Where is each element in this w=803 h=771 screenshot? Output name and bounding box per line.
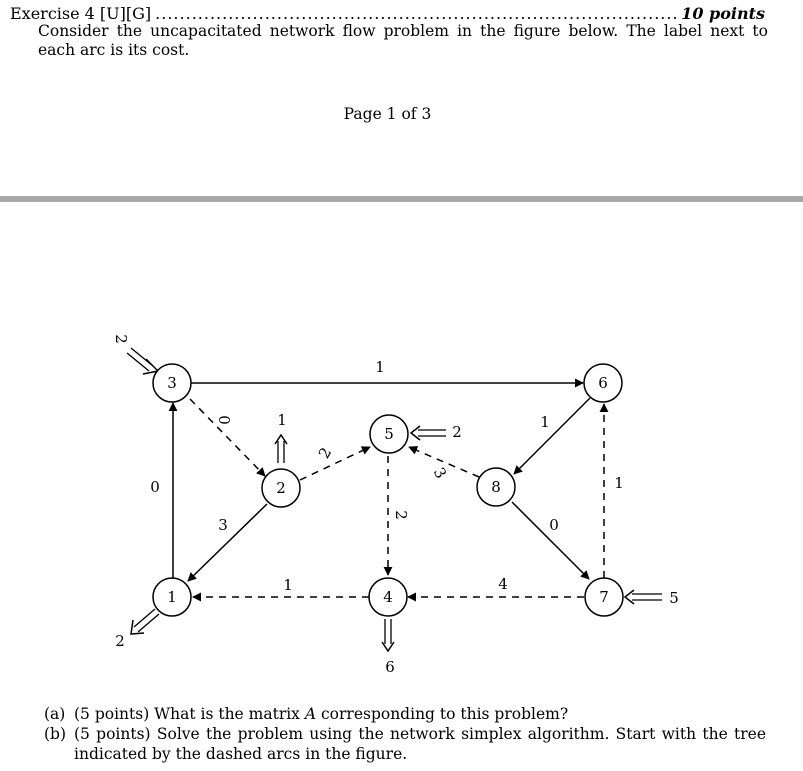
supply-label-5: 2 bbox=[452, 423, 462, 441]
supply-label-7: 5 bbox=[669, 589, 679, 607]
cost-label-8-7: 0 bbox=[549, 516, 559, 534]
demand-arrow-1 bbox=[130, 608, 160, 635]
node-label: 3 bbox=[167, 374, 177, 392]
node-label: 2 bbox=[276, 479, 286, 497]
exercise-intro: Consider the uncapacitated network flow … bbox=[38, 22, 768, 59]
cost-label-3-2: 0 bbox=[215, 415, 233, 425]
cost-label-3-6: 1 bbox=[375, 358, 385, 376]
cost-label-2-5: 2 bbox=[315, 444, 335, 461]
arc-8-7 bbox=[511, 501, 590, 580]
exercise-title: Exercise 4 [U][G] bbox=[10, 4, 152, 23]
exercise-points: 10 points bbox=[681, 4, 765, 23]
node-label: 6 bbox=[598, 374, 608, 392]
supply-label-3: 2 bbox=[112, 334, 130, 344]
question-text: (5 points) What is the matrix A correspo… bbox=[74, 705, 569, 723]
leader-dots: ........................................… bbox=[155, 4, 678, 23]
question-a: (a) (5 points) What is the matrix A corr… bbox=[44, 704, 766, 724]
cost-label-1-3: 0 bbox=[150, 478, 160, 496]
node-label: 8 bbox=[491, 478, 501, 496]
exercise-header: Exercise 4 [U][G] ......................… bbox=[10, 4, 765, 24]
supply-arrow-3 bbox=[126, 347, 160, 375]
node-label: 5 bbox=[384, 425, 394, 443]
arc-6-8 bbox=[513, 397, 591, 475]
question-text: (5 points) Solve the problem using the n… bbox=[74, 725, 766, 763]
cost-label-7-6: 1 bbox=[614, 474, 624, 492]
node-label: 7 bbox=[599, 588, 609, 606]
arc-2-1 bbox=[187, 503, 268, 582]
cost-label-5-4: 2 bbox=[392, 510, 410, 520]
demand-arrow-4 bbox=[381, 619, 395, 653]
cost-label-8-5: 3 bbox=[430, 464, 450, 481]
node-2: 2 bbox=[261, 468, 301, 508]
node-label: 1 bbox=[167, 588, 177, 606]
questions-list: (a) (5 points) What is the matrix A corr… bbox=[44, 704, 766, 764]
node-1: 1 bbox=[152, 577, 192, 617]
question-label: (b) bbox=[44, 725, 67, 743]
cost-label-2-1: 3 bbox=[218, 516, 228, 534]
cost-label-7-4: 4 bbox=[498, 575, 508, 593]
node-8: 8 bbox=[476, 467, 516, 507]
supply-arrow-2 bbox=[274, 433, 288, 463]
page-break-rule bbox=[0, 196, 803, 202]
node-6: 6 bbox=[583, 363, 623, 403]
node-4: 4 bbox=[368, 577, 408, 617]
question-b: (b) (5 points) Solve the problem using t… bbox=[44, 724, 766, 764]
demand-label-1: 2 bbox=[115, 632, 125, 650]
node-5: 5 bbox=[369, 414, 409, 454]
page-number: Page 1 of 3 bbox=[343, 105, 432, 123]
supply-arrow-7 bbox=[623, 589, 662, 605]
supply-arrow-5 bbox=[409, 425, 446, 441]
arc-3-2 bbox=[189, 398, 266, 477]
cost-label-6-8: 1 bbox=[540, 413, 550, 431]
arc-2-5 bbox=[299, 446, 371, 481]
cost-label-4-1: 1 bbox=[283, 576, 293, 594]
supply-label-2: 1 bbox=[277, 411, 287, 429]
node-label: 4 bbox=[383, 588, 393, 606]
question-label: (a) bbox=[44, 705, 66, 723]
node-3: 3 bbox=[152, 363, 192, 403]
node-7: 7 bbox=[584, 577, 624, 617]
demand-label-4: 6 bbox=[385, 658, 395, 676]
